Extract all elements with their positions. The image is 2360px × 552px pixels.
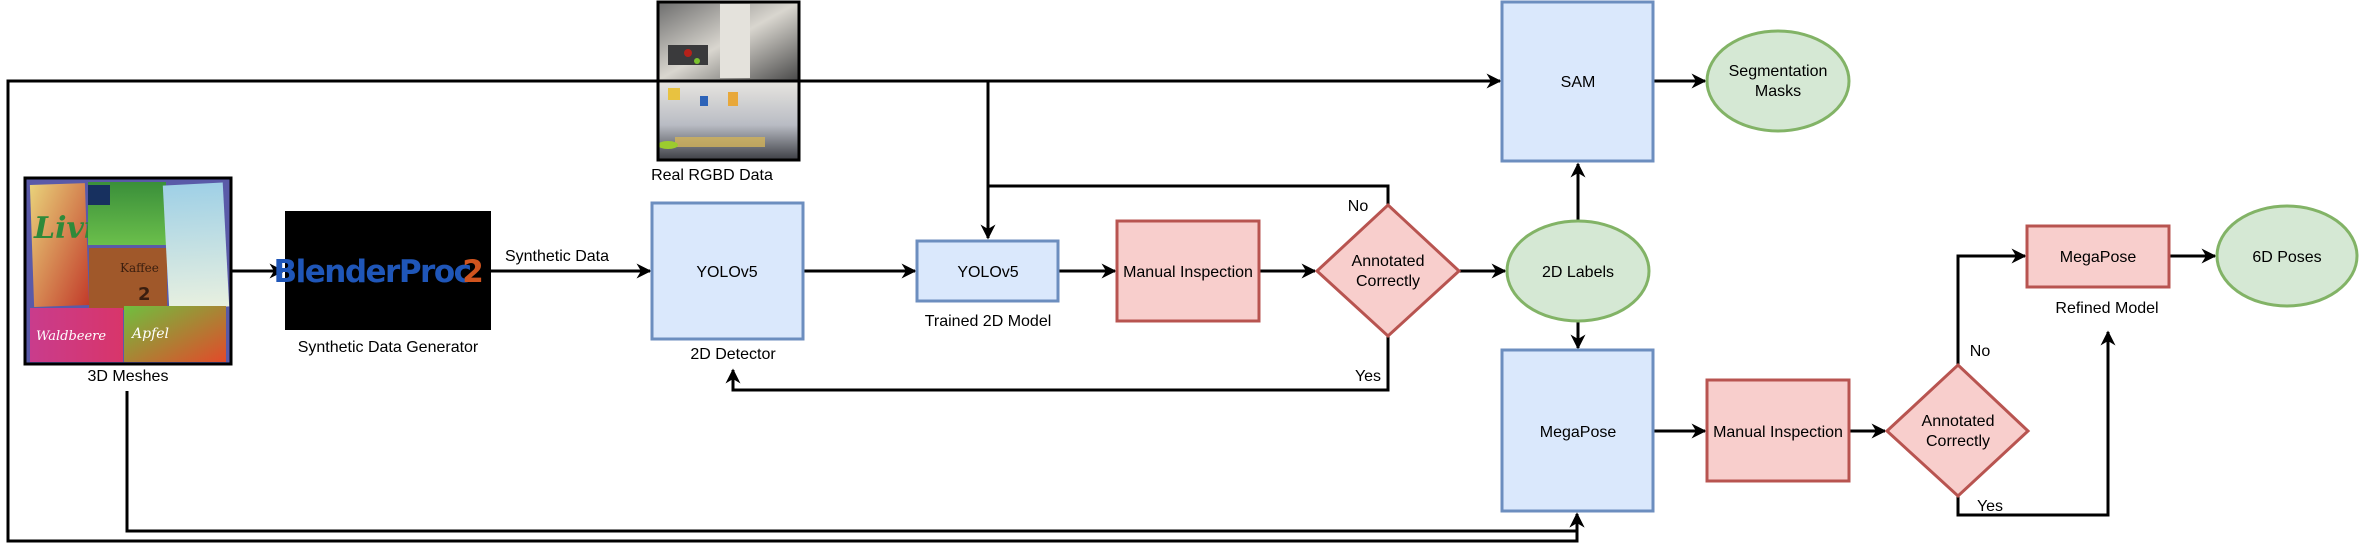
svg-text:Apfel: Apfel — [130, 326, 169, 342]
yolo-detector-node[interactable]: YOLOv5 — [650, 201, 805, 341]
svg-text:Waldbeere: Waldbeere — [36, 329, 106, 344]
edge-decision2-yes — [1956, 330, 2116, 517]
poses-6d-node[interactable]: 6D Poses — [2215, 204, 2359, 308]
svg-text:MegaPose: MegaPose — [1540, 424, 1617, 441]
blenderproc-label: Synthetic Data Generator — [298, 339, 479, 356]
svg-text:6D Poses: 6D Poses — [2252, 249, 2321, 266]
svg-text:2D Labels: 2D Labels — [1542, 264, 1614, 281]
meshes-image: Livi Kaffee 2 Waldbeere Apfel — [23, 176, 233, 366]
svg-text:Segmentation: Segmentation — [1729, 63, 1828, 80]
svg-text:Livi: Livi — [33, 211, 95, 246]
svg-text:2: 2 — [462, 254, 484, 290]
svg-text:Correctly: Correctly — [1356, 273, 1420, 290]
edge-decision1-yes — [725, 336, 1390, 392]
meshes-label: 3D Meshes — [88, 368, 169, 385]
yolo-trained-caption: Trained 2D Model — [925, 313, 1052, 330]
decision1-no-label: No — [1348, 198, 1369, 215]
synthetic-data-label: Synthetic Data — [505, 248, 609, 265]
svg-text:Annotated: Annotated — [1922, 413, 1995, 430]
decision2-no-label: No — [1970, 343, 1991, 360]
segmentation-masks-node[interactable]: Segmentation Masks — [1705, 29, 1851, 133]
edge-decision1-no — [988, 184, 1390, 205]
svg-text:MegaPose: MegaPose — [2060, 249, 2137, 266]
decision1-yes-label: Yes — [1355, 368, 1381, 385]
rgbd-label: Real RGBD Data — [651, 167, 773, 184]
manual-inspection-node-2[interactable]: Manual Inspection — [1705, 378, 1851, 483]
megapose-refined-node[interactable]: MegaPose — [2025, 224, 2171, 289]
decision-node-2[interactable]: Annotated Correctly — [1884, 362, 2031, 499]
sam-node[interactable]: SAM — [1500, 0, 1655, 163]
svg-text:BlenderProc: BlenderProc — [273, 254, 470, 290]
manual-inspection-node-1[interactable]: Manual Inspection — [1115, 219, 1261, 323]
svg-text:SAM: SAM — [1561, 74, 1596, 91]
decision2-yes-label: Yes — [1977, 498, 2003, 515]
rgbd-image — [656, 0, 801, 162]
svg-text:YOLOv5: YOLOv5 — [696, 264, 757, 281]
svg-text:YOLOv5: YOLOv5 — [957, 264, 1018, 281]
svg-text:Manual Inspection: Manual Inspection — [1123, 264, 1253, 281]
decision-node-1[interactable]: Annotated Correctly — [1314, 202, 1462, 339]
blenderproc-logo: BlenderProc 2 — [273, 211, 491, 330]
svg-text:Kaffee: Kaffee — [120, 261, 159, 275]
megapose-node[interactable]: MegaPose — [1500, 348, 1655, 513]
yolo-detector-caption: 2D Detector — [690, 346, 776, 363]
edge-decision2-no — [1956, 248, 2027, 365]
yolo-trained-node[interactable]: YOLOv5 — [915, 239, 1060, 303]
megapose-refined-caption: Refined Model — [2055, 300, 2158, 317]
svg-text:2: 2 — [138, 284, 151, 305]
labels-2d-node[interactable]: 2D Labels — [1505, 219, 1651, 323]
edge-meshes-to-megapose — [125, 391, 1585, 533]
svg-text:Annotated: Annotated — [1352, 253, 1425, 270]
svg-text:Masks: Masks — [1755, 83, 1801, 100]
svg-text:Manual Inspection: Manual Inspection — [1713, 424, 1843, 441]
svg-text:Correctly: Correctly — [1926, 433, 1990, 450]
